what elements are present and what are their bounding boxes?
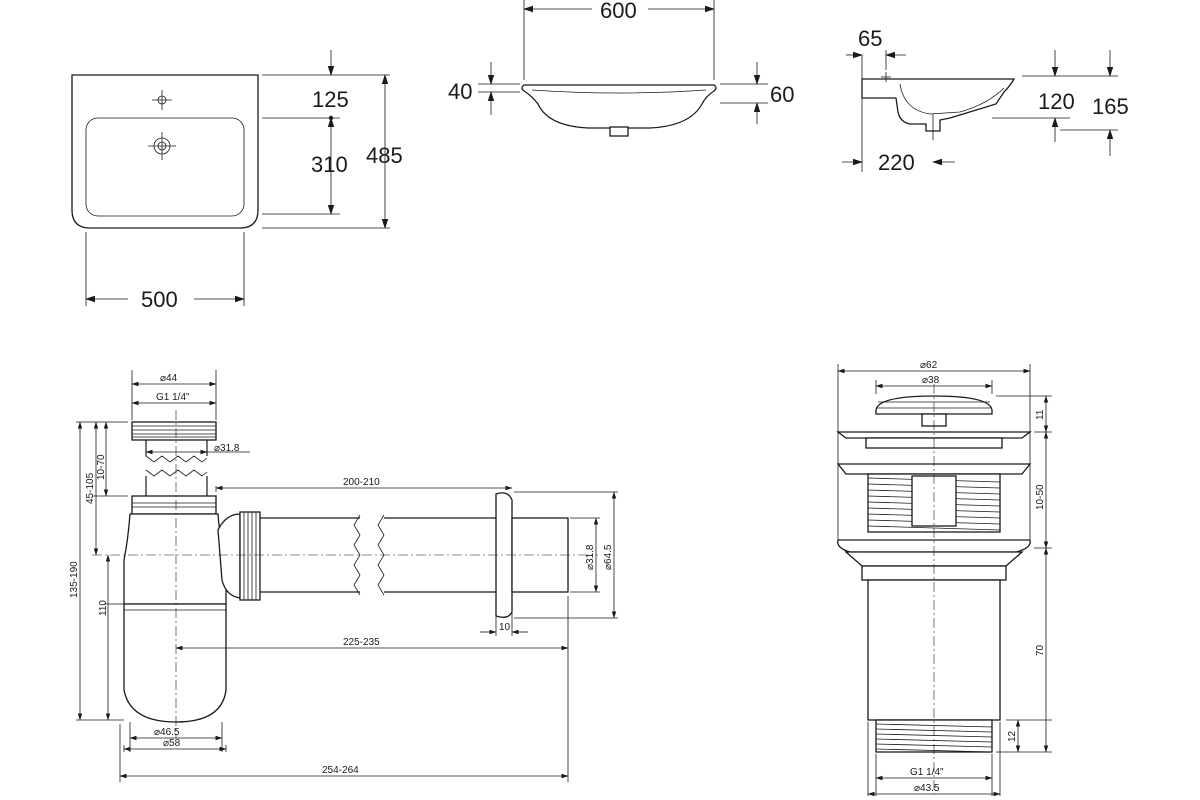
- dim-165: 165: [1092, 94, 1129, 119]
- dim-10-50: 10-50: [1035, 484, 1046, 510]
- dim-60: 60: [770, 82, 794, 107]
- dim-d58: ⌀58: [163, 738, 181, 749]
- dim-70: 70: [1035, 644, 1046, 656]
- siphon-dimensions: ⌀44 G1 1/4" ⌀31.8 45-105 10-70 135-190 1…: [69, 370, 618, 782]
- dim-135-190: 135-190: [69, 561, 80, 598]
- dim-d38: ⌀38: [922, 375, 940, 386]
- dim-40: 40: [448, 79, 472, 104]
- dim-254-264: 254-264: [322, 765, 359, 776]
- dim-d44: ⌀44: [160, 373, 178, 384]
- dim-110: 110: [98, 600, 109, 616]
- dim-500: 500: [141, 287, 178, 312]
- dim-d46-5: ⌀46.5: [154, 727, 180, 738]
- dim-65: 65: [858, 26, 882, 51]
- dim-d31-8-pipe: ⌀31.8: [585, 544, 596, 570]
- dim-d62: ⌀62: [920, 360, 938, 371]
- dim-11: 11: [1035, 409, 1046, 420]
- dim-310: 310: [311, 152, 348, 177]
- dim-200-210: 200-210: [343, 477, 380, 488]
- dim-d43-5: ⌀43.5: [914, 783, 940, 794]
- dim-125: 125: [312, 87, 349, 112]
- bottle-siphon: [92, 410, 598, 738]
- dim-225-235: 225-235: [343, 637, 380, 648]
- dim-g114-bottom: G1 1/4": [910, 767, 944, 778]
- dim-600: 600: [600, 0, 637, 23]
- dim-d64-5: ⌀64.5: [603, 544, 614, 570]
- dim-220: 220: [878, 150, 915, 175]
- basin-section-view: 65 120 165 220: [842, 26, 1129, 175]
- dim-d31-8-tube: ⌀31.8: [214, 443, 240, 454]
- dim-12: 12: [1007, 730, 1018, 742]
- dim-10-70: 10-70: [96, 454, 107, 480]
- drain-valve: [836, 384, 1032, 794]
- drain-valve-dimensions: ⌀62 ⌀38 11 10-50 70 12 G1 1/4" ⌀43.5: [837, 360, 1052, 797]
- dim-g114-top: G1 1/4": [156, 392, 190, 403]
- dim-485: 485: [366, 143, 403, 168]
- basin-front-elevation: 600 40 60: [448, 0, 794, 137]
- dim-120: 120: [1038, 89, 1075, 114]
- basin-top-view: 125 310 485 500: [71, 50, 403, 312]
- dim-45-105: 45-105: [85, 472, 96, 504]
- dim-10-flange: 10: [499, 622, 511, 633]
